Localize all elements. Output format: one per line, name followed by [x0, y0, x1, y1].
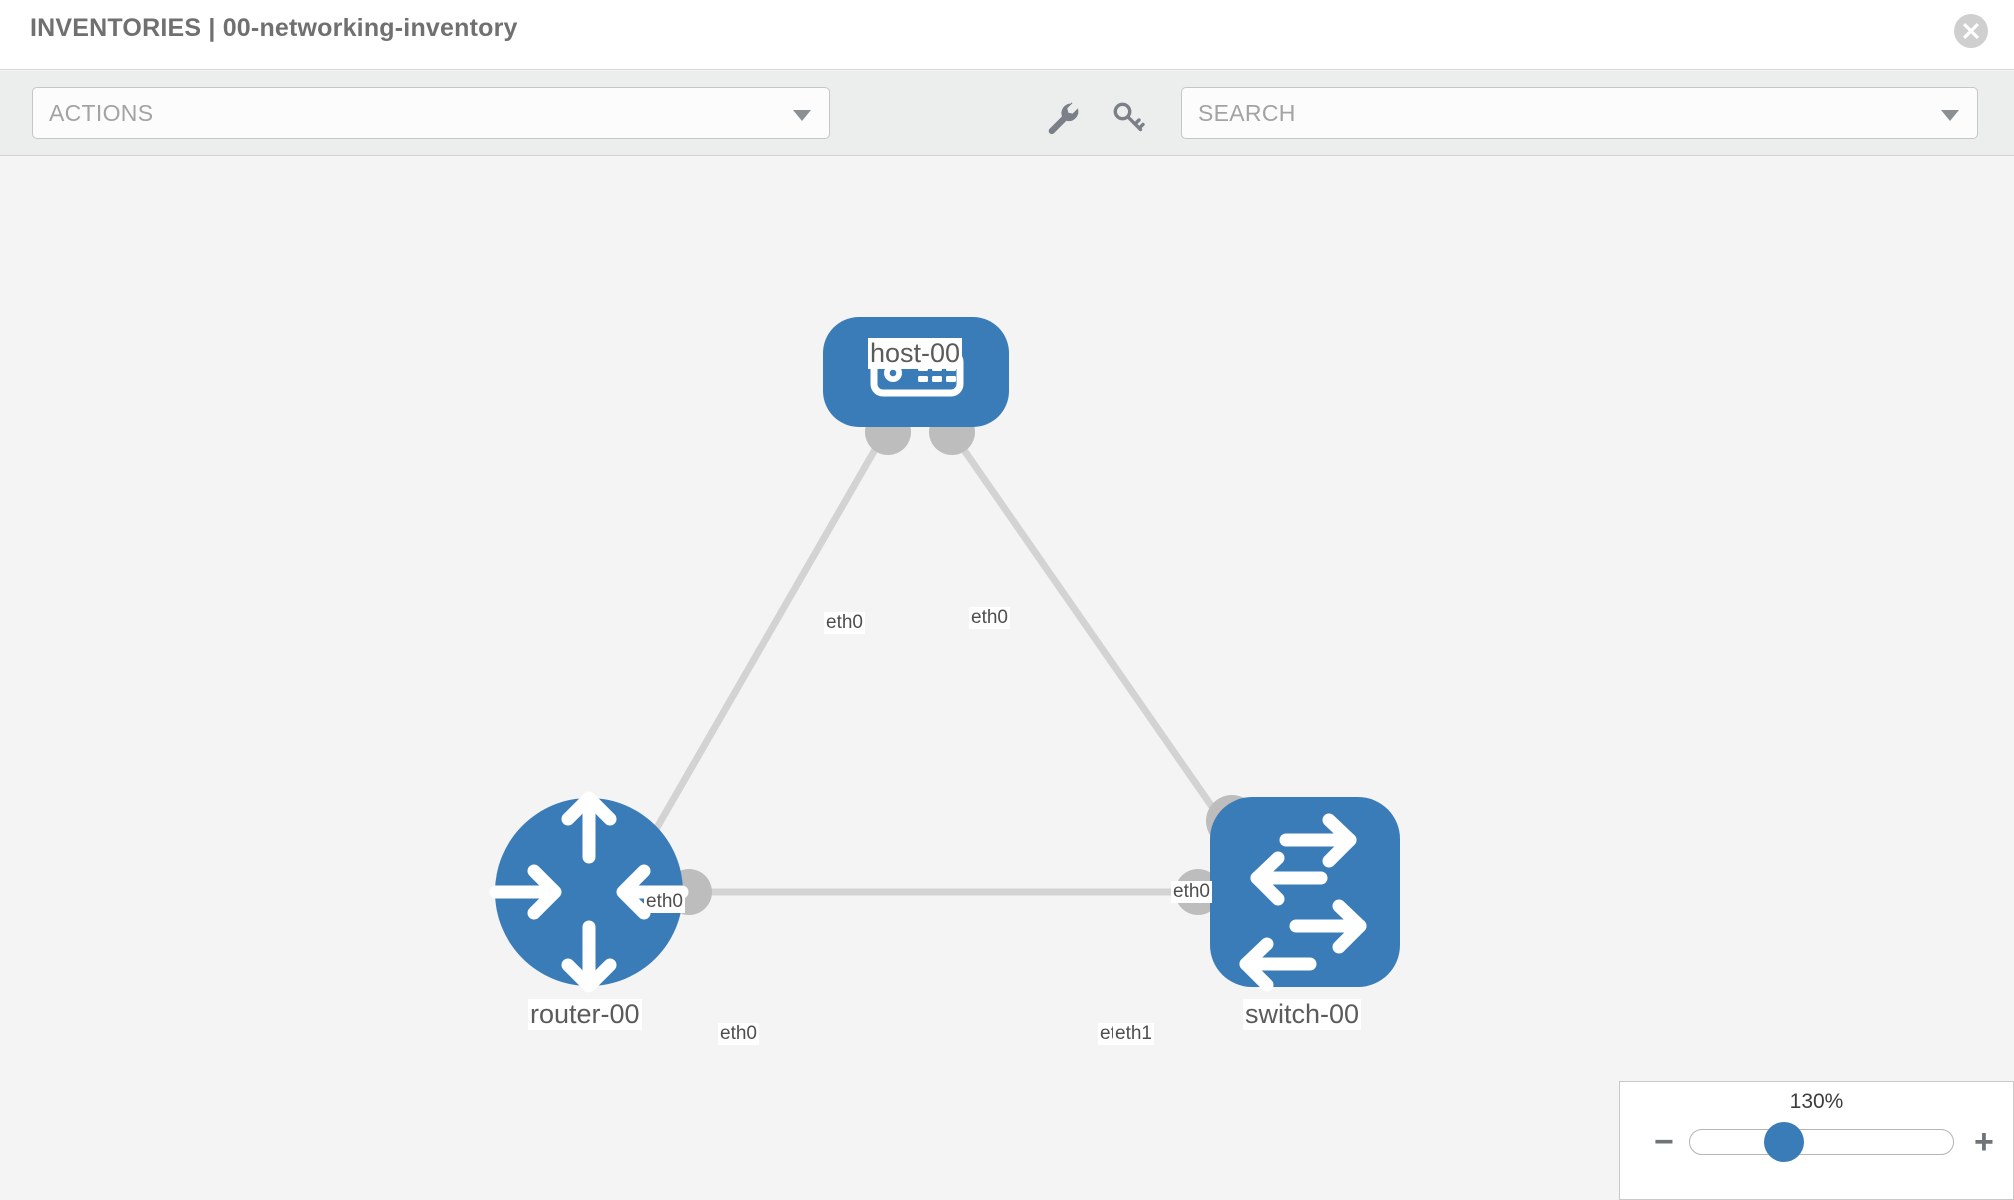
- node-label-router-00: router-00: [528, 999, 642, 1030]
- port-label: eth1: [1113, 1023, 1154, 1045]
- topology-canvas[interactable]: host-00 router-00 switch-00 eth0 eth0 et…: [0, 157, 2014, 1200]
- switch-arrows-icon: [1239, 813, 1367, 992]
- chevron-down-icon[interactable]: [1941, 110, 1959, 121]
- zoom-level-value: 130%: [1789, 1090, 1844, 1113]
- node-switch-00: [1210, 797, 1400, 992]
- port-label: eth0: [824, 612, 865, 634]
- zoom-control-panel: 130% − +: [1619, 1081, 2014, 1200]
- page-title: INVENTORIES | 00-networking-inventory: [30, 14, 518, 42]
- port-label: eth0: [1171, 881, 1212, 903]
- node-label-switch-00: switch-00: [1243, 999, 1362, 1030]
- key-icon[interactable]: [1108, 97, 1148, 137]
- search-input[interactable]: SEARCH: [1181, 87, 1978, 139]
- chevron-down-icon: [793, 110, 811, 121]
- actions-dropdown[interactable]: ACTIONS: [32, 87, 830, 139]
- minus-icon[interactable]: −: [1654, 1123, 1674, 1161]
- node-label-host-00: host-00: [868, 338, 963, 369]
- port-label: eth0: [718, 1023, 759, 1045]
- plus-icon[interactable]: +: [1974, 1123, 1994, 1161]
- search-placeholder: SEARCH: [1198, 100, 1296, 126]
- edge-host00-router00: [636, 425, 892, 859]
- zoom-slider[interactable]: [1689, 1129, 1954, 1155]
- toolbar: ACTIONS SEARCH: [0, 71, 2014, 156]
- actions-dropdown-label: ACTIONS: [49, 100, 154, 126]
- zoom-slider-thumb[interactable]: [1764, 1122, 1804, 1162]
- port-label: eth0: [644, 891, 685, 913]
- node-host-00: [823, 317, 1009, 427]
- page-header: INVENTORIES | 00-networking-inventory: [0, 0, 2014, 70]
- edge-host00-switch00: [945, 425, 1243, 849]
- close-icon[interactable]: [1954, 14, 1988, 48]
- port-label: eth0: [969, 607, 1010, 629]
- wrench-icon[interactable]: [1041, 97, 1081, 137]
